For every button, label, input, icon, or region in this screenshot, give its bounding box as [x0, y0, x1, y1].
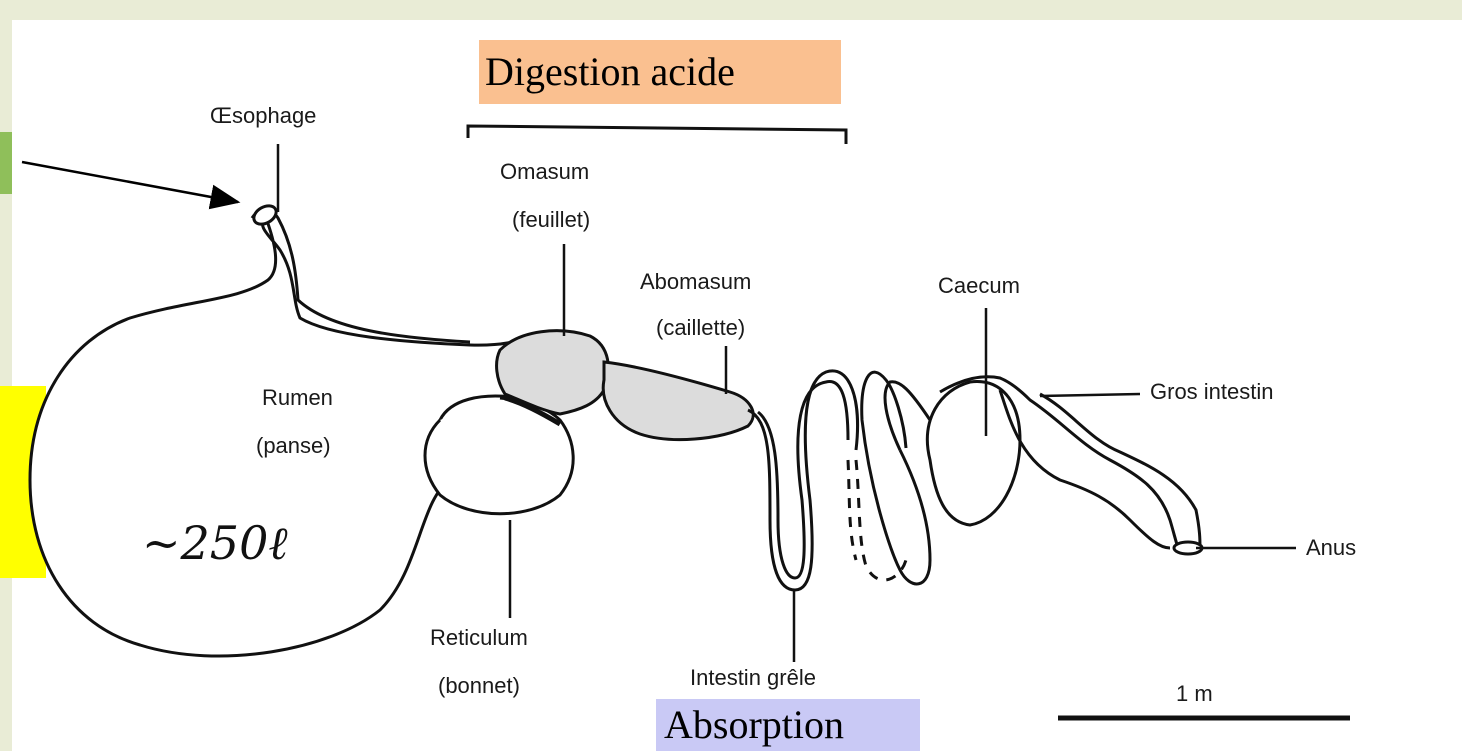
reticulum-outline [425, 398, 573, 514]
label-scale: 1 m [1176, 680, 1213, 708]
rumen-volume-annotation: ~250ℓ [142, 516, 288, 570]
absorption-header: Absorption [656, 699, 920, 751]
label-oesophagus: Œsophage [210, 102, 316, 130]
label-rumen-fr: (panse) [256, 432, 331, 460]
oesophagus-opening [251, 202, 280, 228]
label-abomasum-fr: (caillette) [656, 314, 745, 342]
pointer-arrow [22, 162, 238, 202]
small-intestine-tube [748, 371, 930, 590]
label-small-intestine: Intestin grêle [690, 664, 816, 692]
label-caecum: Caecum [938, 272, 1020, 300]
label-abomasum: Abomasum [640, 268, 751, 296]
leader-large-intestine [1040, 394, 1140, 396]
abomasum-shape [603, 362, 753, 440]
label-omasum-fr: (feuillet) [512, 206, 590, 234]
caecum-shape [927, 382, 1020, 525]
label-rumen: Rumen [262, 384, 333, 412]
acid-digestion-header: Digestion acide [479, 40, 841, 104]
acid-digestion-bracket [468, 126, 846, 144]
label-anus: Anus [1306, 534, 1356, 562]
label-omasum: Omasum [500, 158, 589, 186]
label-reticulum: Reticulum [430, 624, 528, 652]
label-reticulum-fr: (bonnet) [438, 672, 520, 700]
label-large-intestine: Gros intestin [1150, 378, 1274, 406]
